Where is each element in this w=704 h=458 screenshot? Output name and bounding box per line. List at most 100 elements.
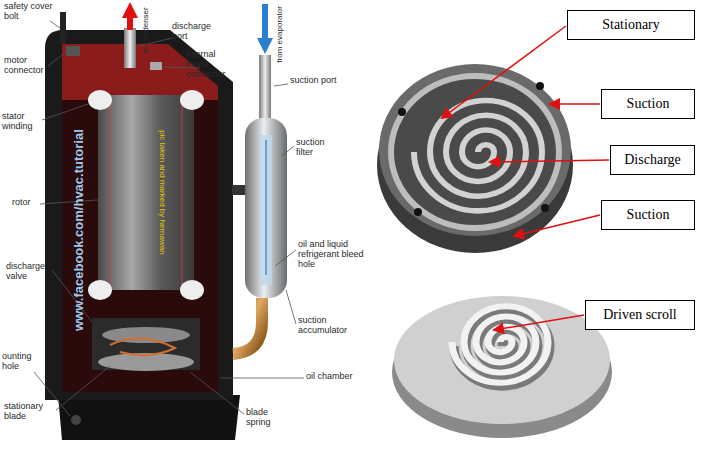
leader-line [40, 200, 98, 204]
label-text: stator winding [2, 111, 33, 131]
discharge-valve-plate [102, 327, 190, 343]
bolt-hole [536, 82, 544, 90]
shell-interior [62, 44, 218, 392]
part-label: motor connector [4, 56, 48, 76]
suction-accumulator [245, 118, 287, 298]
internal-connector [150, 62, 162, 70]
label-text: to condenser [141, 7, 150, 53]
leader-lines [34, 21, 304, 416]
leader-line [220, 378, 304, 379]
part-label: suction filter [296, 138, 344, 158]
label-box: Stationary [567, 10, 695, 40]
box-label: Discharge [624, 152, 681, 168]
box-label: Suction [627, 207, 670, 223]
leader-line [190, 372, 244, 414]
pointer-arrow [442, 26, 566, 118]
safety-bolt [60, 12, 66, 44]
scroll-side [377, 77, 573, 253]
mounting-hole [71, 415, 81, 425]
wire [110, 338, 175, 355]
label-text: rotor [12, 197, 31, 207]
part-label: rotor [12, 198, 42, 208]
bracket [232, 185, 246, 195]
part-label: oil chamber [306, 372, 366, 382]
pump-section [92, 318, 200, 370]
stator-winding [88, 90, 112, 110]
rotor-cylinder [98, 95, 194, 290]
label-text: oil chamber [306, 371, 353, 381]
part-label: discharge port [172, 22, 220, 42]
part-label: discharge valve [6, 262, 52, 282]
box-label: Stationary [602, 17, 660, 33]
label-box: Suction [601, 200, 695, 230]
inner-tube [260, 135, 272, 285]
stator-winding [180, 280, 204, 300]
pointer-arrow [494, 315, 584, 330]
flow-arrow [127, 10, 133, 30]
label-text: internal motor connector [186, 49, 226, 79]
pointer-arrow [550, 103, 600, 105]
stationary-scroll [379, 64, 571, 236]
leader-line [56, 366, 110, 410]
copper-pipe [233, 298, 262, 354]
label-text: suction filter [296, 137, 325, 157]
motor-connector [66, 46, 80, 56]
pointer-arrow [514, 215, 600, 236]
mounting-foot [58, 395, 240, 440]
flow-arrow [262, 4, 268, 46]
label-text: suction accumulator [298, 315, 347, 335]
label-box: Driven scroll [585, 300, 695, 330]
part-label: suction accumulator [298, 316, 364, 336]
leader-line [286, 290, 296, 324]
pointer-arrow [490, 160, 609, 162]
stator-winding [180, 90, 204, 110]
label-text: suction port [290, 75, 337, 85]
label-box: Discharge [610, 145, 695, 175]
part-label: suction port [290, 76, 338, 86]
part-label: ounting hole [2, 352, 42, 372]
part-label: blade spring [246, 408, 286, 428]
part-label: stationary blade [4, 402, 54, 422]
label-text: from evaporator [275, 6, 284, 62]
label-text: oil and liquid refrigerant bleed hole [298, 239, 364, 269]
label-text: blade spring [246, 407, 271, 427]
pointer-arrows [442, 26, 609, 330]
scroll-wrap [414, 100, 542, 210]
part-label: oil and liquid refrigerant bleed hole [298, 240, 382, 270]
part-label: internal motor connector [186, 50, 232, 80]
scroll-wrap [452, 306, 548, 383]
stator-winding [88, 280, 112, 300]
label-text: discharge valve [6, 261, 45, 281]
rotated-label: to condenser [142, 7, 151, 53]
box-label: Driven scroll [603, 307, 676, 323]
rotor-wire [110, 100, 111, 285]
leader-line [282, 146, 294, 156]
flow-line [265, 140, 267, 275]
leader-line [50, 21, 60, 28]
part-label: stator winding [2, 112, 42, 132]
rotated-label: pic taken and marked by hernawan [157, 130, 166, 255]
label-text: ounting hole [2, 351, 32, 371]
rotor-wire [182, 100, 183, 285]
label-box: Suction [601, 89, 695, 119]
driven-scroll [394, 296, 610, 424]
bolt-hole [398, 108, 406, 116]
leader-line [275, 250, 296, 266]
watermark: www.facebook.com/hvac.tutorial [72, 129, 86, 331]
discharge-pipe [124, 28, 136, 68]
scroll-rim [391, 76, 559, 228]
label-text: www.facebook.com/hvac.tutorial [71, 129, 86, 331]
label-text: stationary blade [4, 401, 43, 421]
leader-line [42, 104, 88, 120]
leader-line [274, 84, 288, 86]
label-text: pic taken and marked by hernawan [158, 130, 167, 255]
suction-pipe [259, 55, 271, 125]
bolt-hole [541, 204, 549, 212]
box-label: Suction [627, 96, 670, 112]
bolt-hole [414, 208, 422, 216]
part-label: safety cover bolt [4, 2, 56, 22]
label-text: safety cover bolt [4, 1, 53, 21]
rotated-label: from evaporator [276, 6, 285, 62]
